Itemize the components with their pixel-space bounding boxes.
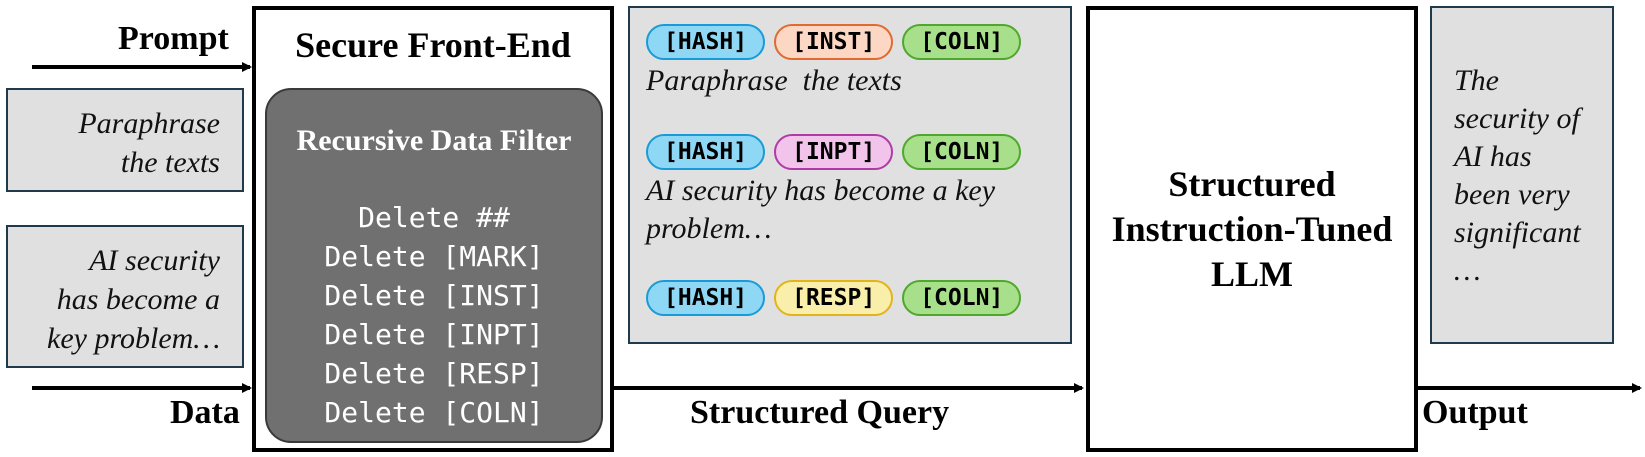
output-text-line: significant — [1454, 216, 1581, 249]
filter-rule: Delete [INST] — [324, 279, 544, 312]
filter-title: Recursive Data Filter — [296, 124, 572, 157]
tag-resp: [RESP] — [774, 280, 894, 316]
prompt-input-box: Paraphrase the texts — [6, 88, 244, 192]
filter-rule: Delete ## — [358, 201, 510, 234]
secure-front-end: Secure Front-End Recursive Data Filter D… — [252, 6, 614, 452]
tag-coln: [COLN] — [902, 134, 1022, 170]
tag-inst: [INST] — [774, 24, 894, 60]
structured-query-label: Structured Query — [690, 394, 950, 431]
front-end-title: Secure Front-End — [295, 25, 571, 65]
prompt-text-line: the texts — [120, 146, 220, 179]
llm-label-line: Instruction-Tuned — [1111, 208, 1393, 249]
filter-rule: Delete [INPT] — [324, 318, 544, 351]
structured-llm-box: Structured Instruction-Tuned LLM — [1086, 6, 1418, 452]
query-input-text: problem… — [646, 212, 772, 245]
output-text-line: … — [1454, 254, 1481, 287]
data-input-box: AI security has become a key problem… — [6, 225, 244, 368]
data-text-line: AI security — [89, 244, 220, 277]
output-box: The security of AI has been very signifi… — [1430, 6, 1614, 344]
output-text-line: The — [1454, 64, 1499, 97]
prompt-label: Prompt — [118, 20, 229, 57]
llm-label: Structured Instruction-Tuned LLM — [1112, 162, 1393, 297]
filter-rule: Delete [COLN] — [324, 396, 544, 429]
prompt-text-line: Paraphrase — [78, 107, 220, 140]
output-text-line: AI has — [1454, 140, 1532, 173]
llm-label-line: LLM — [1210, 253, 1293, 294]
tag-coln: [COLN] — [902, 24, 1022, 60]
data-label: Data — [170, 394, 240, 431]
structured-query-box: [HASH] [INST] [COLN] Paraphrase the text… — [628, 6, 1072, 344]
output-text-line: security of — [1454, 102, 1580, 135]
output-label: Output — [1422, 394, 1528, 431]
llm-label-line: Structured — [1168, 163, 1336, 204]
output-text-line: been very — [1454, 178, 1570, 211]
data-text-line: key problem… — [47, 322, 220, 355]
tag-hash: [HASH] — [646, 280, 766, 316]
query-block-response: [HASH] [RESP] [COLN] — [646, 280, 1070, 316]
tag-inpt: [INPT] — [774, 134, 894, 170]
query-block-input: [HASH] [INPT] [COLN] AI security has bec… — [646, 134, 1070, 248]
data-text-line: has become a — [56, 283, 220, 316]
filter-rule: Delete [RESP] — [324, 357, 544, 390]
tag-hash: [HASH] — [646, 24, 766, 60]
tag-hash: [HASH] — [646, 134, 766, 170]
query-instruction-text: Paraphrase the texts — [646, 64, 902, 97]
tag-coln: [COLN] — [902, 280, 1022, 316]
query-block-instruction: [HASH] [INST] [COLN] Paraphrase the text… — [646, 24, 1070, 100]
recursive-data-filter: Recursive Data Filter Delete ## Delete [… — [265, 88, 603, 443]
filter-rule: Delete [MARK] — [324, 240, 544, 273]
query-input-text: AI security has become a key — [646, 174, 996, 207]
